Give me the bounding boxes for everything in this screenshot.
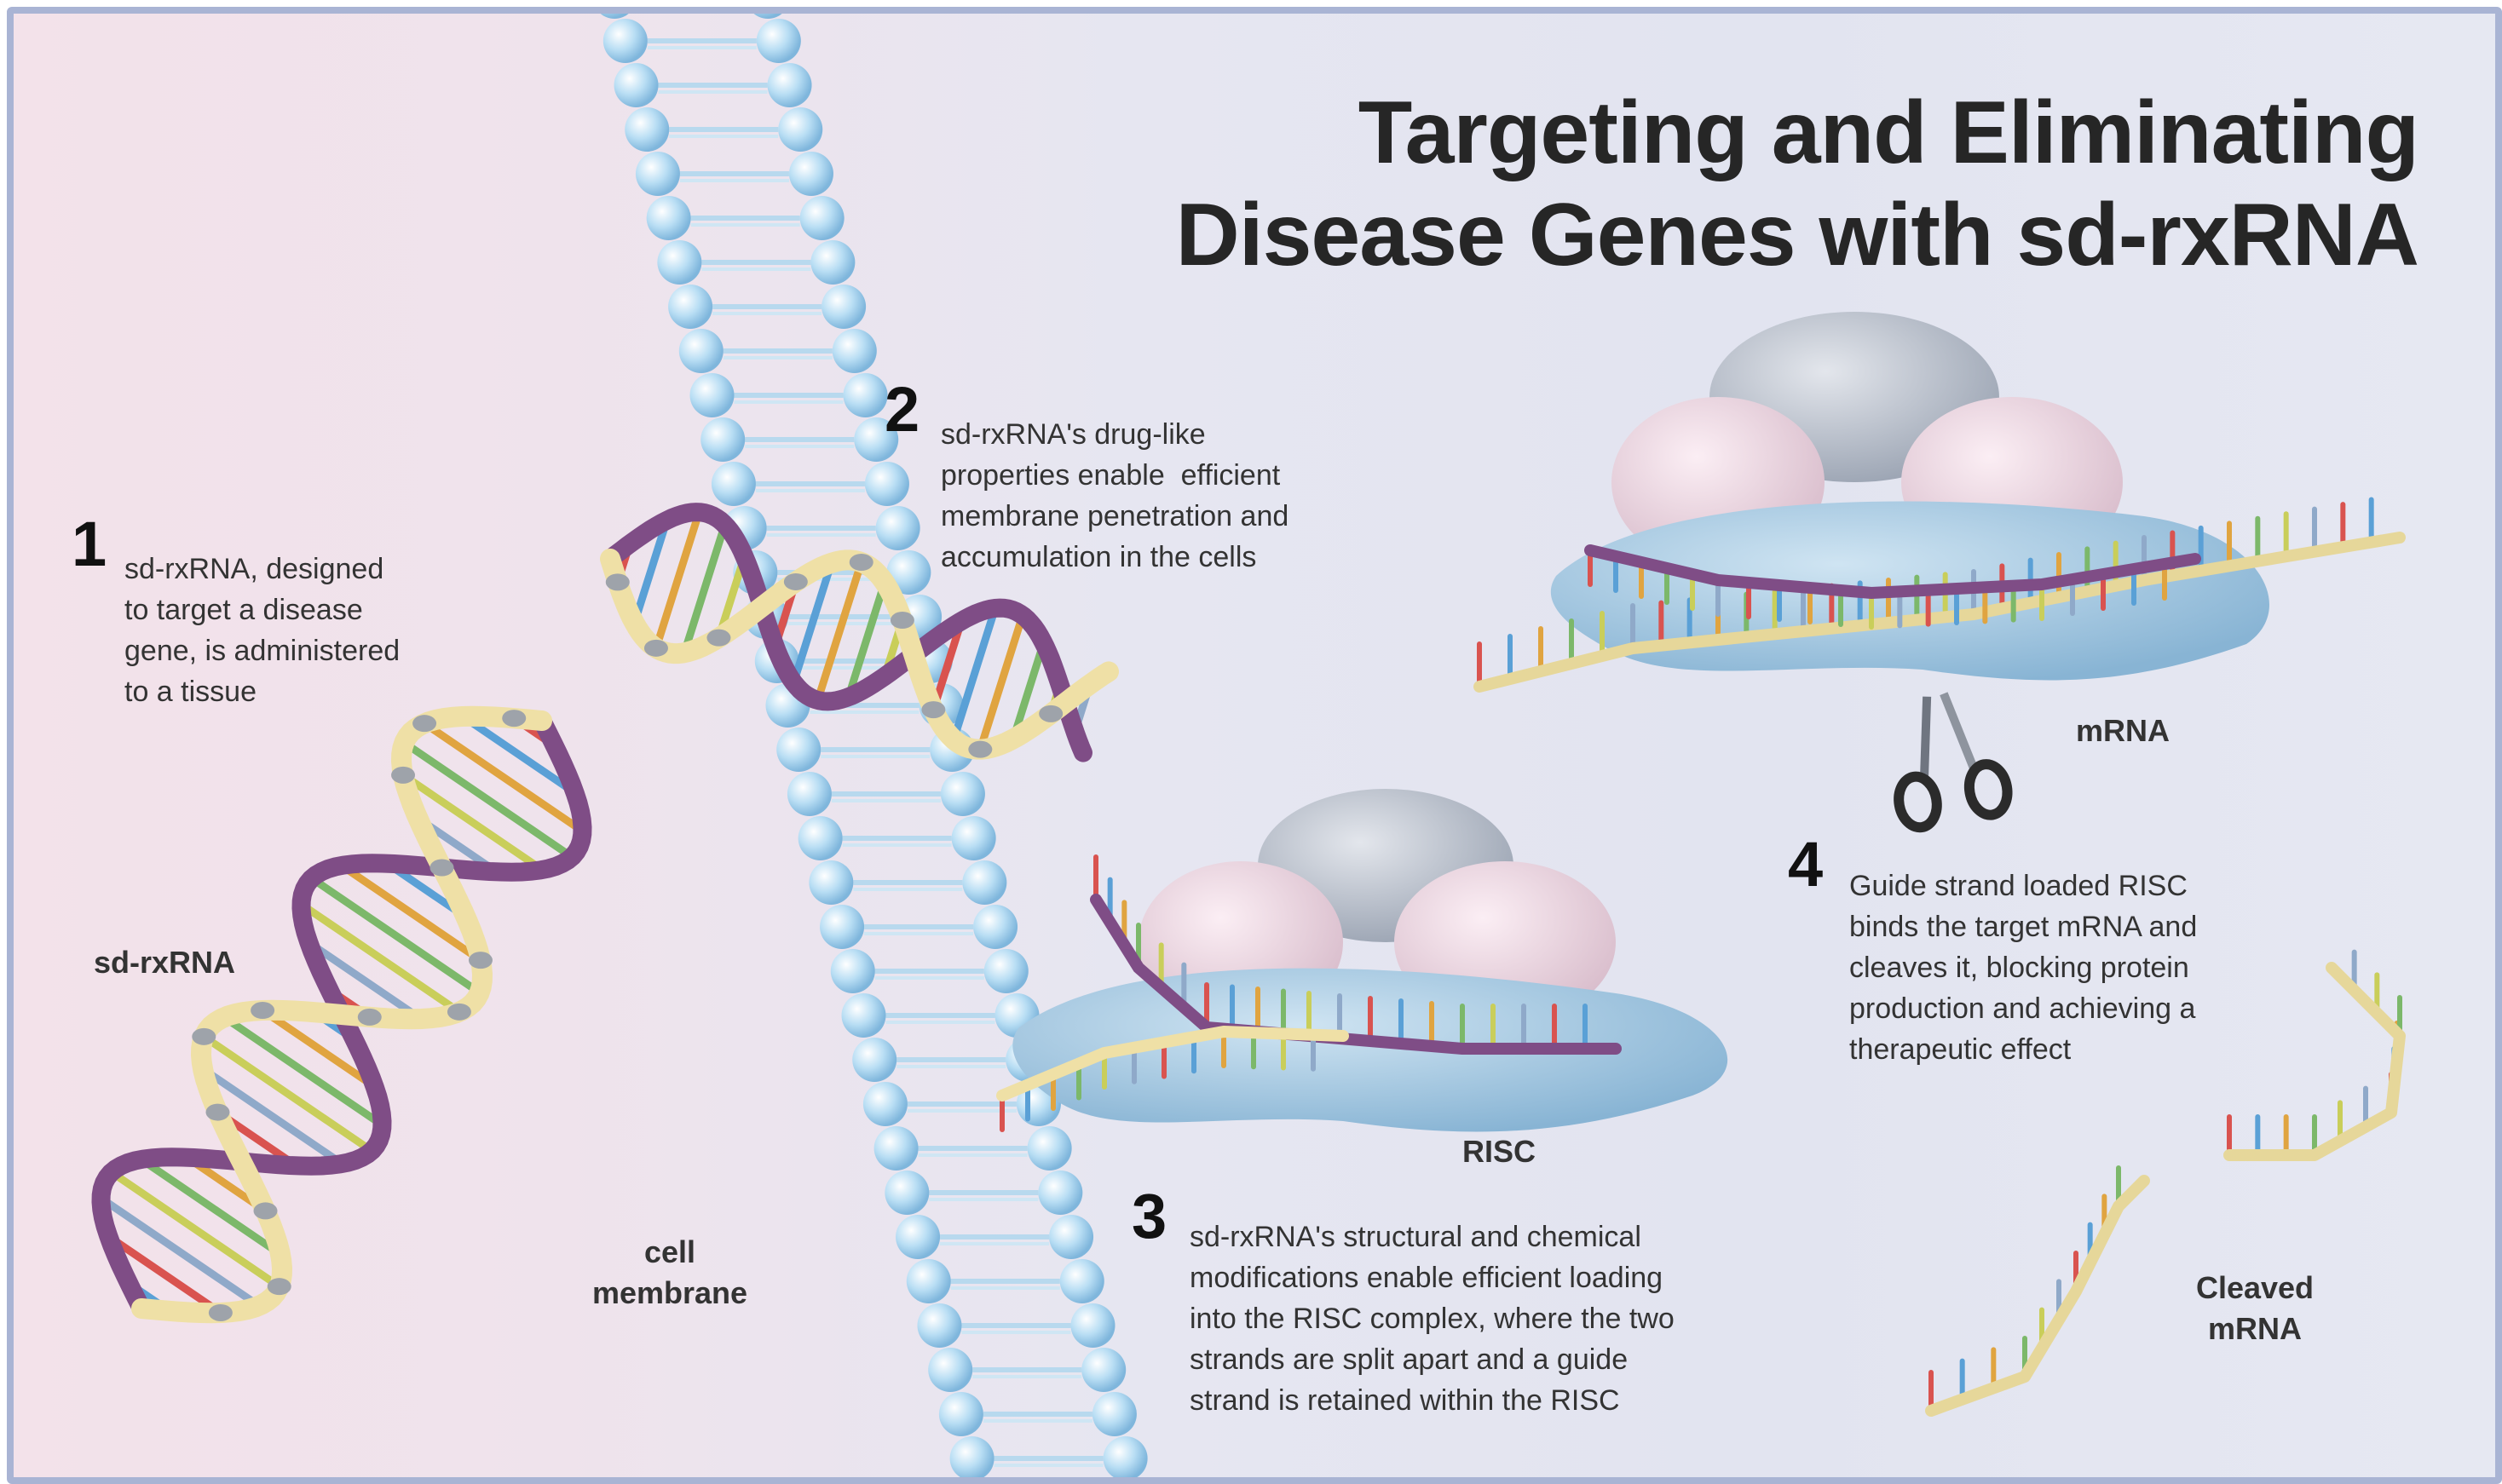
step-2-text: sd-rxRNA's drug-like properties enable e… — [941, 414, 1288, 578]
cell-membrane — [600, 14, 1148, 1477]
mrna-label: mRNA — [2076, 713, 2171, 748]
cleaved-mrna-fragments — [1925, 949, 2406, 1417]
cell-membrane-label-line: cell — [643, 1234, 696, 1269]
step-4-number: 4 — [1788, 829, 1824, 900]
step-4-line: therapeutic effect — [1849, 1033, 2072, 1066]
step-1-text: sd-rxRNA, designed to target a disease g… — [124, 549, 400, 712]
step-2-line: properties enable efficient — [941, 459, 1281, 492]
risc-complex-step3 — [1012, 789, 1728, 1132]
sd-rxrna-helix — [91, 705, 592, 1324]
step-3-text: sd-rxRNA's structural and chemical modif… — [1190, 1217, 1675, 1421]
title-line-1: Targeting and Eliminating — [1358, 83, 2419, 182]
cell-membrane-label: cell membrane — [559, 1232, 781, 1314]
target-mrna-strand — [1473, 497, 2406, 693]
step-3-number: 3 — [1132, 1181, 1167, 1251]
step-1-number: 1 — [72, 509, 107, 579]
sd-rxrna-label: sd-rxRNA — [94, 945, 236, 980]
step-1-line: sd-rxRNA, designed — [124, 553, 384, 585]
infographic-frame: Targeting and Eliminating Disease Genes … — [7, 7, 2502, 1484]
step-4-text: Guide strand loaded RISC binds the targe… — [1849, 866, 2197, 1070]
step-2-line: membrane penetration and — [941, 500, 1289, 532]
risc-label: RISC — [1462, 1134, 1536, 1169]
step-4-line: production and achieving a — [1849, 992, 2196, 1025]
step-3-line: modifications enable efficient loading — [1190, 1262, 1663, 1294]
cleaved-mrna-label-line: mRNA — [2207, 1311, 2302, 1346]
membrane-crossing-helix — [600, 503, 1119, 762]
illustration — [91, 14, 2406, 1477]
step-2-number: 2 — [885, 374, 920, 445]
step-1-line: gene, is administered — [124, 635, 401, 667]
step-4-line: Guide strand loaded RISC — [1849, 870, 2188, 902]
step-3-line: strand is retained within the RISC — [1190, 1384, 1620, 1417]
guide-strand-step3 — [996, 854, 1622, 1132]
step-1-line: to target a disease — [124, 594, 363, 626]
cell-membrane-label-line: membrane — [591, 1275, 748, 1310]
step-2-line: sd-rxRNA's drug-like — [941, 418, 1206, 451]
step-1-line: to a tissue — [124, 676, 257, 708]
step-3-line: sd-rxRNA's structural and chemical — [1190, 1221, 1641, 1253]
step-3-line: strands are split apart and a guide — [1190, 1343, 1629, 1376]
title-line-2: Disease Genes with sd-rxRNA — [1175, 186, 2419, 285]
step-3-line: into the RISC complex, where the two — [1190, 1303, 1675, 1335]
page-title: Targeting and Eliminating Disease Genes … — [970, 82, 2419, 286]
step-4-line: cleaves it, blocking protein — [1849, 952, 2189, 984]
cleaved-mrna-label-line: Cleaved — [2195, 1270, 2315, 1305]
cleaved-mrna-label: Cleaved mRNA — [2170, 1268, 2340, 1349]
scissors-icon — [1894, 692, 2013, 833]
step-2-line: accumulation in the cells — [941, 541, 1257, 573]
step-4-line: binds the target mRNA and — [1849, 911, 2198, 943]
